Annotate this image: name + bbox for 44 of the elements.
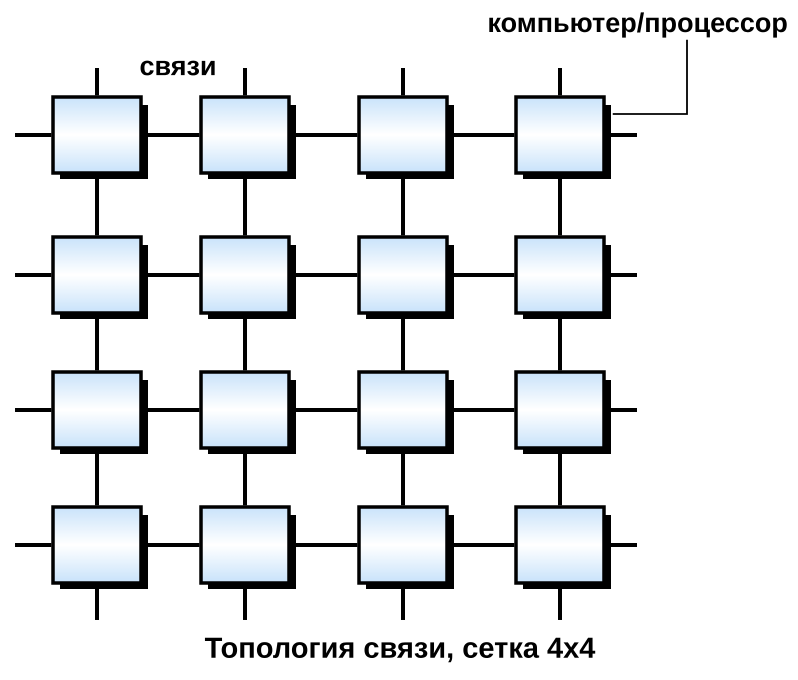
processor-box [357,370,454,454]
link-line [401,450,405,506]
link-line [243,68,247,96]
node-label: компьютер/процессор [489,12,787,38]
processor-box [514,235,611,319]
processor-box [199,235,296,319]
link-line [15,408,52,412]
processor-box [51,370,148,454]
link-line [95,450,99,506]
processor-box [514,370,611,454]
processor-box [199,95,296,179]
processor-box [357,235,454,319]
processor-box [357,505,454,589]
leader-line [612,40,688,115]
processor-box [199,505,296,589]
processor-box [51,505,148,589]
link-line [95,314,99,370]
link-line [558,174,562,236]
link-line [15,133,52,137]
link-line [401,314,405,370]
processor-box [51,95,148,179]
processor-box [514,95,611,179]
link-line [401,584,405,620]
link-line [558,314,562,370]
link-line [15,273,52,277]
link-line [558,584,562,620]
link-line [401,68,405,96]
link-line [95,584,99,620]
link-line [15,542,52,547]
link-line [243,174,247,236]
link-line [243,450,247,506]
link-line [243,314,247,370]
link-label: связи [140,60,215,76]
link-line [243,584,247,620]
caption: Топология связи, сетка 4x4 [204,638,596,662]
processor-box [514,505,611,589]
link-line [95,68,99,96]
processor-box [51,235,148,319]
processor-box [357,95,454,179]
link-line [558,450,562,506]
link-line [401,174,405,236]
processor-box [199,370,296,454]
link-line [558,68,562,96]
link-line [95,174,99,236]
